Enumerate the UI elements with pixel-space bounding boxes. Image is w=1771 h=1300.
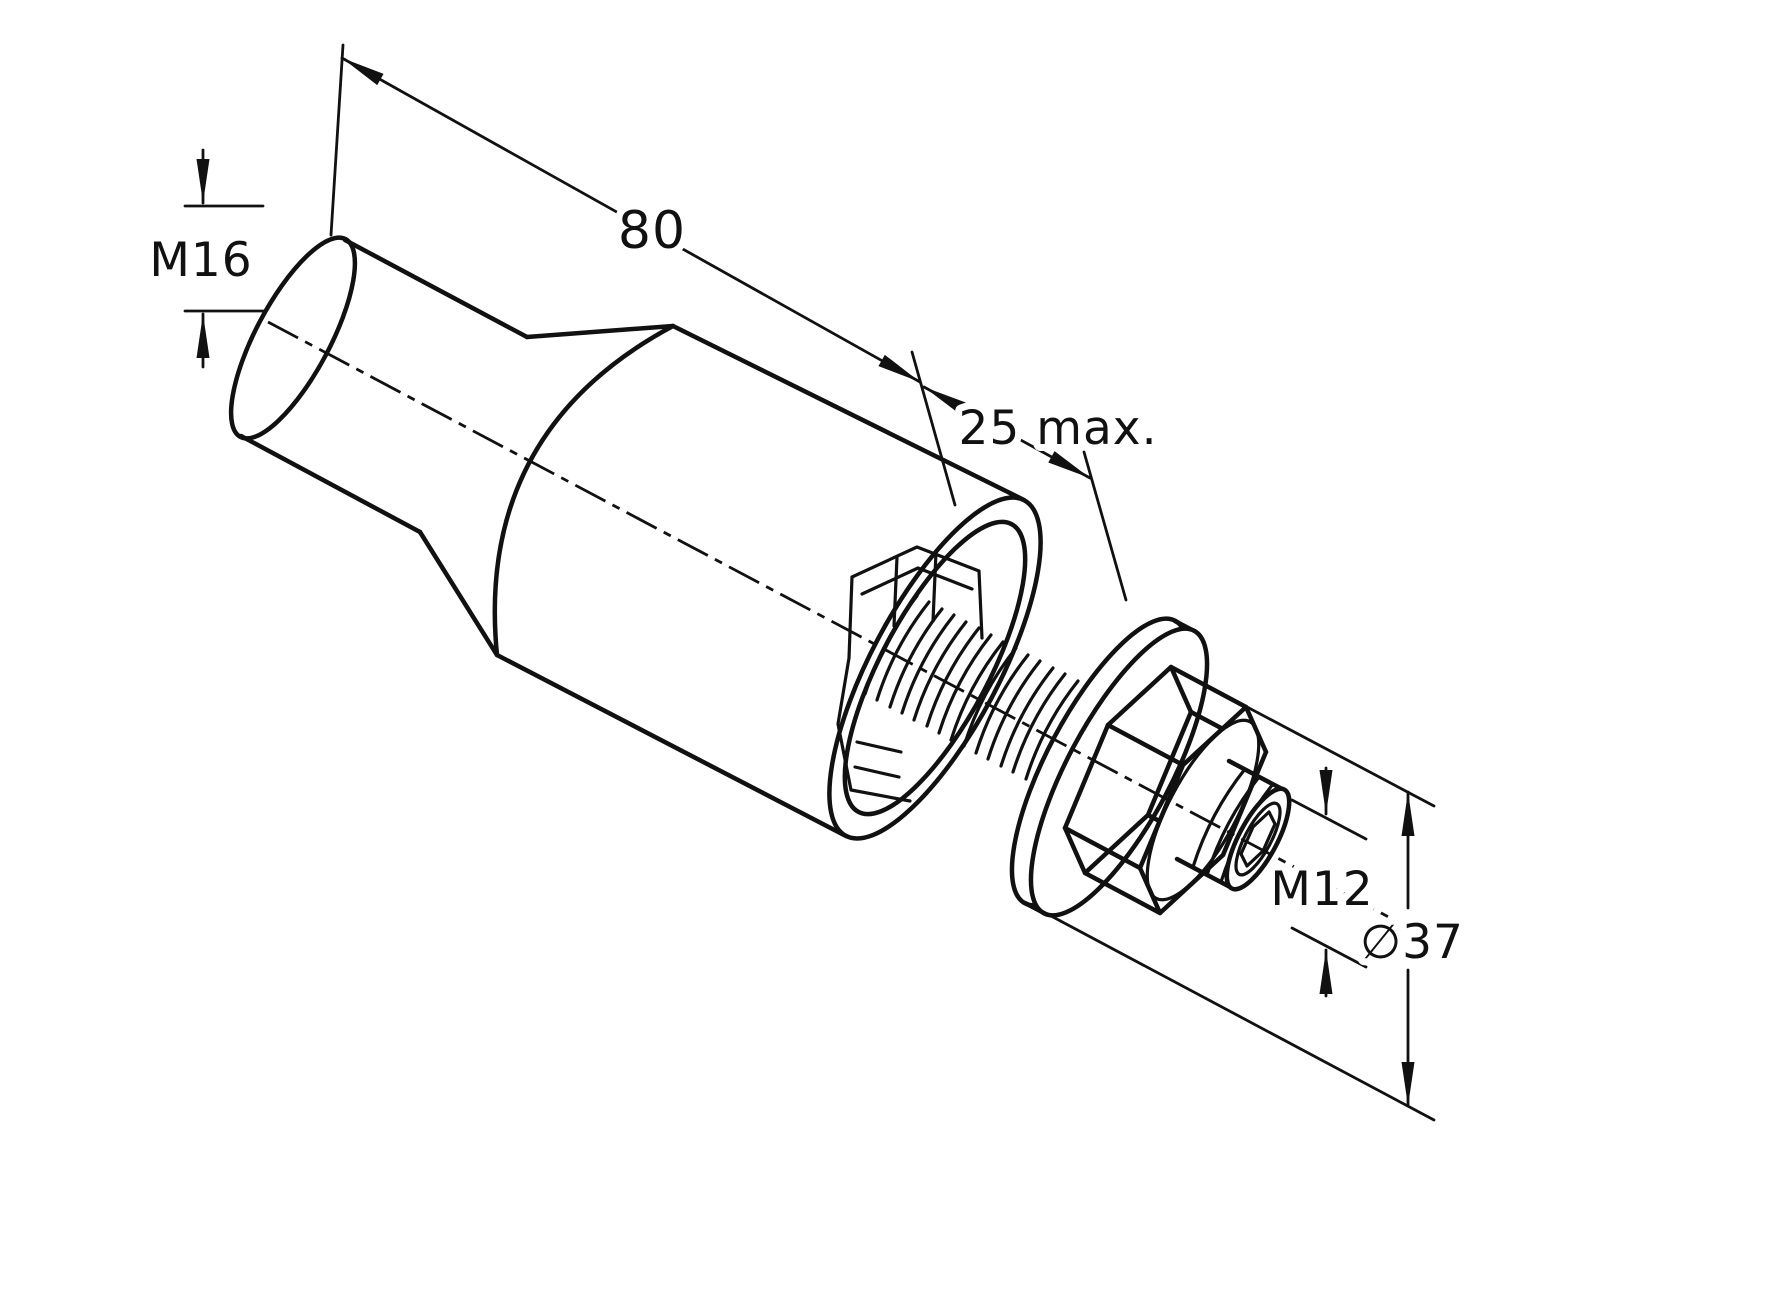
cone-silhouette [417,323,676,658]
dimension-line-80 [340,56,922,384]
thread-coil [863,594,1092,787]
left-spigot [228,235,530,535]
dim-thread-right-label: M12 [1270,862,1373,917]
expander-edges [836,545,984,803]
nut-front-hexagon [1137,704,1269,916]
dim-thread-left: M16 [142,148,265,369]
m12-tick-top [1290,798,1368,841]
dim-washer-diameter: ∅37 [1036,679,1470,1122]
dim-washer-diameter-label: ∅37 [1360,915,1464,970]
stud-thread-relief-circle [1234,801,1282,877]
expander-mechanism [836,545,984,803]
extension-line-25-right [1082,450,1128,602]
extension-line-d37-top [1196,679,1436,808]
stud-end [1174,758,1292,892]
dim-max-projection-label: 25 max. [958,401,1157,456]
centerline [267,320,1399,924]
hex-socket [1239,810,1277,868]
dim-thread-left-label: M16 [149,233,252,288]
extension-line-d37-bottom [1036,907,1436,1122]
extension-line-left [329,43,345,237]
dimension-line-25 [922,385,1092,480]
stud-silhouette [1174,758,1287,891]
dim-overall-length-label: 80 [618,201,686,261]
cone-transition [417,323,676,658]
m12-tick-bottom [1290,926,1368,969]
dimensions: 80 25 max. M16 M12 [142,43,1470,1122]
hex-nut [1062,664,1269,916]
dim-thread-right: M12 [1263,766,1380,998]
anchor-part [228,235,1399,924]
extension-line-right [910,350,957,507]
thread-crest-lines [863,594,1092,787]
dim-overall-length: 80 [329,43,957,507]
dim-max-projection: 25 max. [922,385,1164,602]
nut-chamfer-circle [1145,718,1261,902]
